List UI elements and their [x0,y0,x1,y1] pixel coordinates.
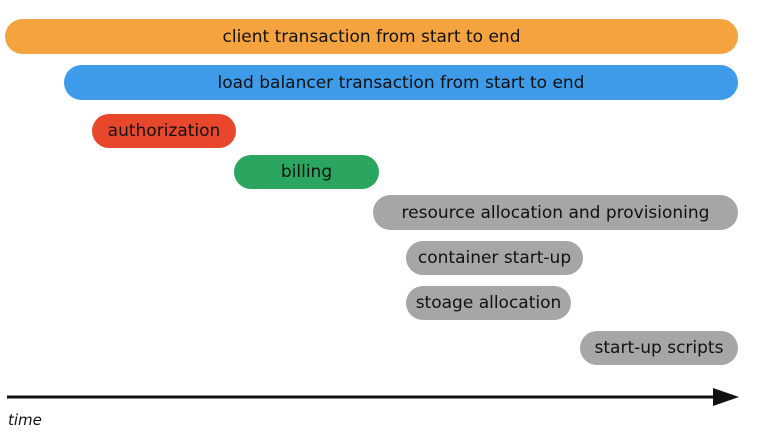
container-start-up-bar: container start-up [406,241,583,275]
container-start-up-label: container start-up [417,248,572,268]
resource-allocation-bar: resource allocation and provisioning [373,195,738,230]
authorization-bar: authorization [92,114,236,148]
storage-allocation-bar: stoage allocation [406,286,571,320]
time-axis-label: time [8,411,42,429]
billing-label: billing [280,162,333,182]
load-balancer-transaction-label: load balancer transaction from start to … [217,72,585,93]
arrow-head-icon [713,388,739,406]
resource-allocation-label: resource allocation and provisioning [401,202,710,223]
client-transaction-bar: client transaction from start to end [5,19,738,54]
start-up-scripts-label: start-up scripts [594,338,724,358]
start-up-scripts-bar: start-up scripts [580,331,738,365]
load-balancer-transaction-bar: load balancer transaction from start to … [64,65,738,100]
authorization-label: authorization [107,121,221,141]
client-transaction-label: client transaction from start to end [222,26,521,47]
time-axis-arrow [7,388,739,406]
storage-allocation-label: stoage allocation [415,293,562,313]
billing-bar: billing [234,155,379,189]
